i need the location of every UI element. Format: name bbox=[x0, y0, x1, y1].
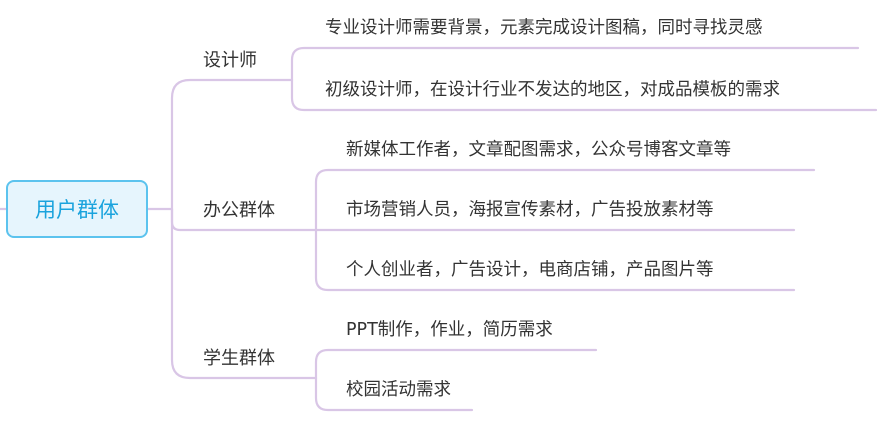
leaf-office-1[interactable]: 新媒体工作者，文章配图需求，公众号博客文章等 bbox=[346, 140, 731, 160]
leaf-student-2[interactable]: 校园活动需求 bbox=[346, 380, 451, 400]
root-node[interactable]: 用户群体 bbox=[6, 180, 148, 238]
leaf-designer-2[interactable]: 初级设计师，在设计行业不发达的地区，对成品模板的需求 bbox=[325, 80, 780, 100]
connector-trunk-design bbox=[170, 78, 294, 211]
connector-student-2 bbox=[314, 376, 474, 412]
connector-student-1 bbox=[314, 348, 598, 380]
leaf-office-3[interactable]: 个人创业者，广告设计，电商店铺，产品图片等 bbox=[346, 260, 714, 280]
connector-design-1 bbox=[290, 46, 860, 82]
connector-office-3 bbox=[314, 228, 796, 292]
connector-office-1 bbox=[314, 168, 816, 232]
connector-design-2 bbox=[290, 78, 878, 112]
branch-student[interactable]: 学生群体 bbox=[203, 348, 275, 369]
connector-trunk-student bbox=[170, 207, 318, 380]
leaf-office-2[interactable]: 市场营销人员，海报宣传素材，广告投放素材等 bbox=[346, 200, 714, 220]
branch-office[interactable]: 办公群体 bbox=[203, 200, 275, 221]
leaf-designer-1[interactable]: 专业设计师需要背景，元素完成设计图稿，同时寻找灵感 bbox=[325, 18, 763, 38]
branch-designer[interactable]: 设计师 bbox=[203, 50, 257, 71]
leaf-student-1[interactable]: PPT制作，作业，简历需求 bbox=[346, 320, 553, 340]
